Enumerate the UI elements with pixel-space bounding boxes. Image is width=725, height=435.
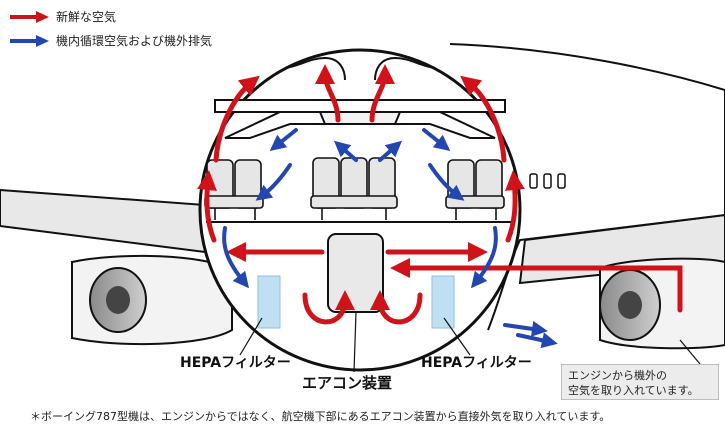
legend-fresh-air: 新鮮な空気 (10, 8, 116, 25)
legend-fresh-air-label: 新鮮な空気 (56, 10, 117, 24)
left-engine (71, 254, 233, 346)
recirculated-air-arrows (222, 128, 558, 349)
hepa-filter-left-label: HEPAフィルター (180, 355, 291, 371)
callout-line-2: 空気を取り入れています。 (568, 384, 699, 397)
seats-left (204, 159, 264, 220)
right-engine (599, 257, 725, 350)
hepa-filter-left (257, 275, 281, 329)
hepa-filter-right-label: HEPAフィルター (421, 355, 532, 371)
seats-right (445, 159, 505, 220)
engine-intake-callout: エンジンから機外の 空気を取り入れています。 (561, 364, 719, 400)
red-arrow-icon (10, 10, 49, 23)
ac-unit (327, 233, 384, 313)
fresh-air-arrows (197, 64, 683, 325)
fuselage-body (449, 43, 725, 331)
left-wing (0, 188, 206, 254)
seats-middle (310, 157, 398, 220)
hepa-filter-right (431, 275, 455, 329)
fuselage-windows (529, 173, 566, 189)
leader-lines (239, 311, 701, 373)
legend-recirculated-air: 機内循環空気および機外排気 (10, 32, 212, 49)
blue-arrow-icon (10, 34, 49, 47)
fuselage-cross-section (198, 48, 522, 372)
legend-recirculated-air-label: 機内循環空気および機外排気 (56, 34, 213, 48)
ac-unit-label: エアコン装置 (302, 374, 393, 392)
footnote: ＊ボーイング787型機は、エンジンからではなく、航空機下部にあるエアコン装置から… (30, 410, 611, 423)
callout-line-1: エンジンから機外の (568, 369, 667, 382)
